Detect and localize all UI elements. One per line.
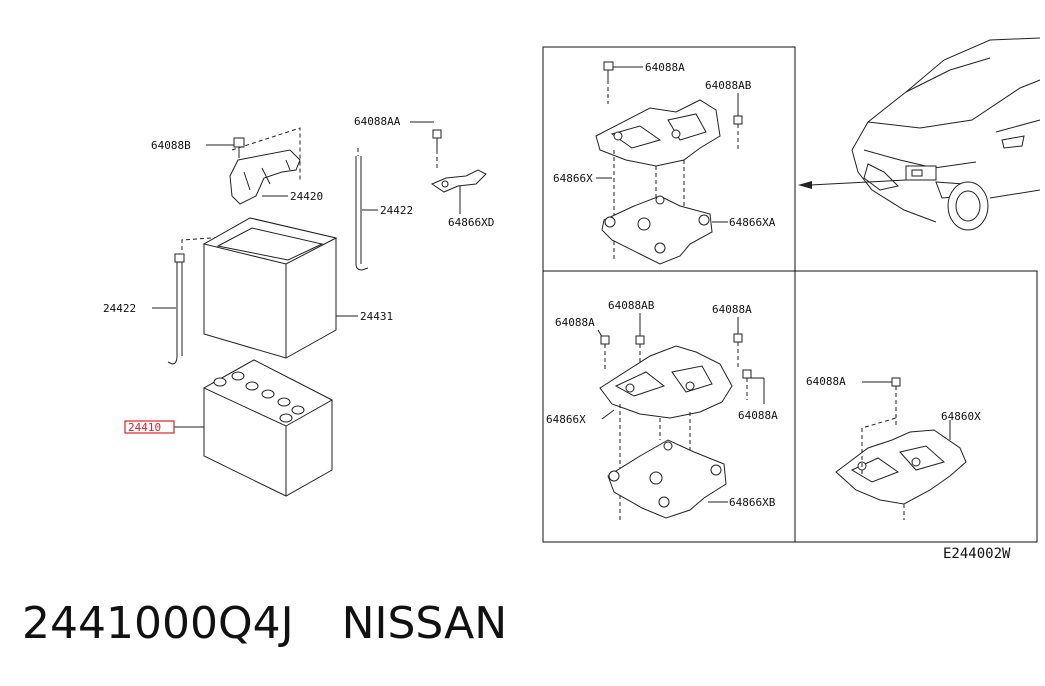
label-p1-bolt-a[interactable]: 64088A <box>645 61 685 74</box>
label-clip[interactable]: 64866XD <box>448 216 494 229</box>
label-battery-cover[interactable]: 24431 <box>360 310 393 323</box>
p1-bracket[interactable] <box>595 99 721 260</box>
label-battery[interactable]: 24410 <box>128 421 161 434</box>
clip-bracket[interactable] <box>430 169 487 193</box>
bolt-icon <box>600 335 610 372</box>
label-bracket-bolt[interactable]: 64088B <box>151 139 191 152</box>
label-p2-bolt-a-lower[interactable]: 64088A <box>738 409 778 422</box>
battery[interactable] <box>202 359 334 497</box>
battery-cover[interactable] <box>202 217 338 359</box>
detail-panels <box>542 46 1038 543</box>
bolt-icon <box>891 377 901 426</box>
label-rod-left[interactable]: 24422 <box>103 302 136 315</box>
part-caption: 2441000Q4J NISSAN <box>22 598 507 649</box>
hold-down-rod-left[interactable] <box>167 231 301 365</box>
battery-hold-bracket[interactable] <box>229 127 301 205</box>
label-rod-right[interactable]: 24422 <box>380 204 413 217</box>
label-p1-bolt-ab[interactable]: 64088AB <box>705 79 752 92</box>
p2-base[interactable] <box>607 439 727 519</box>
highlight-box <box>124 420 175 434</box>
label-p1-base[interactable]: 64866XA <box>729 216 776 229</box>
label-p3-bracket[interactable]: 64860X <box>941 410 981 423</box>
bolt-icon <box>733 115 743 150</box>
bolt-icon <box>432 129 442 170</box>
label-p2-bolt-ab[interactable]: 64088AB <box>608 299 655 312</box>
part-number: 2441000Q4J <box>22 598 294 649</box>
label-bracket[interactable]: 24420 <box>290 190 323 203</box>
p2-bracket[interactable] <box>599 345 733 520</box>
battery-terminals <box>213 371 305 423</box>
vehicle-locator-illustration <box>851 37 1041 231</box>
bolt-icon <box>742 369 752 400</box>
p1-base[interactable] <box>601 195 713 265</box>
brand-name: NISSAN <box>341 598 508 649</box>
label-p1-bracket[interactable]: 64866X <box>553 172 593 185</box>
label-bolt-aa[interactable]: 64088AA <box>354 115 401 128</box>
figure-code: E244002W <box>943 546 1011 562</box>
bolt-icon <box>233 137 245 158</box>
label-p3-bolt-a[interactable]: 64088A <box>806 375 846 388</box>
label-p2-base[interactable]: 64866XB <box>729 496 776 509</box>
label-p2-bolt-a-right[interactable]: 64088A <box>712 303 752 316</box>
label-p2-bracket[interactable]: 64866X <box>546 413 586 426</box>
parts-diagram: 64088B 24420 24422 64088AA 64866XD <box>103 37 1041 562</box>
bolt-icon <box>733 333 743 370</box>
locator-arrow <box>798 179 907 189</box>
p3-bracket[interactable] <box>835 417 967 520</box>
label-p2-bolt-a-left[interactable]: 64088A <box>555 316 595 329</box>
hold-down-rod-right[interactable] <box>355 148 369 271</box>
bolt-icon <box>603 61 614 104</box>
